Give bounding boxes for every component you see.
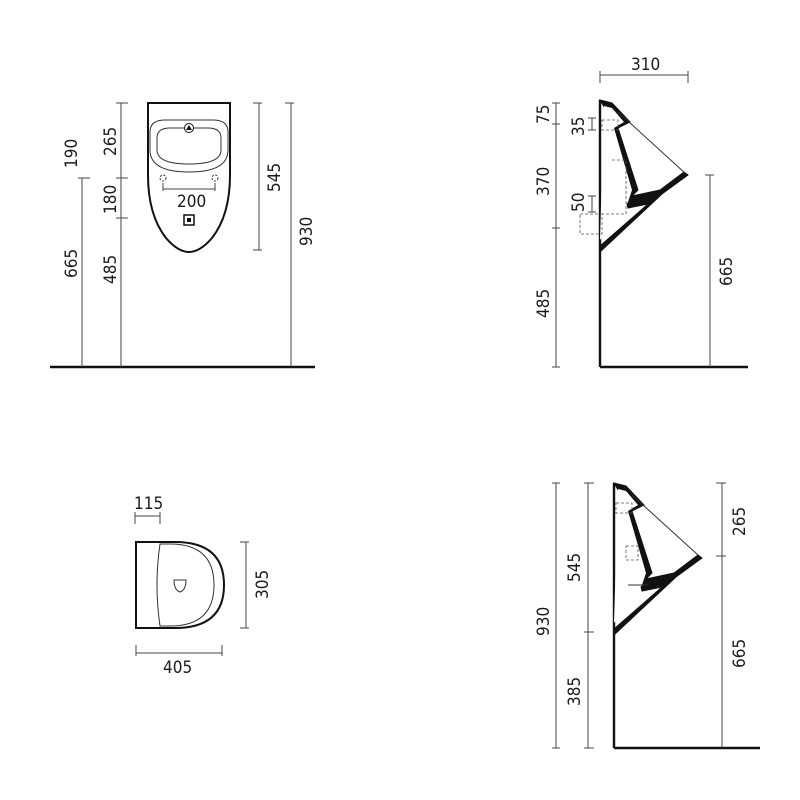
outlet-core	[187, 218, 191, 222]
dim-label-545: 545	[265, 163, 285, 192]
side-view-bottom: 930 545 385 265 665	[534, 482, 760, 750]
outlet-pipe	[579, 213, 603, 235]
dim-label-370: 370	[534, 167, 554, 196]
dim-label-665: 665	[717, 257, 737, 286]
urinal-front-body	[147, 102, 231, 254]
front-view: 200 190 265 180 665 485 545 930	[50, 102, 317, 369]
dim-label-385: 385	[565, 677, 585, 706]
trap-hidden	[602, 159, 627, 215]
fixing-hole-right	[211, 174, 219, 182]
spray-line	[631, 494, 699, 556]
urinal-side-inner	[600, 106, 632, 240]
dim-label-75: 75	[534, 105, 554, 124]
dim-label-200: 200	[177, 192, 206, 212]
dim-label-180: 180	[101, 185, 121, 214]
dim-label-35: 35	[569, 117, 589, 136]
dim-label-310: 310	[631, 55, 660, 75]
inlet-pipe	[615, 502, 633, 514]
spray-line	[617, 111, 687, 175]
side-view-top: 310 75 35 370 50 485 665	[534, 55, 748, 369]
dim-label-930: 930	[297, 217, 317, 246]
drain-icon	[173, 579, 187, 593]
dim-label-665: 665	[730, 639, 750, 668]
dim-label-265: 265	[730, 507, 750, 536]
dim-label-485: 485	[534, 289, 554, 318]
dim-label-665: 665	[62, 249, 82, 278]
urinal-top-outline	[135, 541, 226, 629]
dim-label-930: 930	[534, 607, 554, 636]
top-view: 115 305 405	[134, 494, 273, 678]
dim-label-265: 265	[101, 127, 121, 156]
urinal-side-inner	[614, 489, 646, 623]
dim-label-545: 545	[565, 553, 585, 582]
urinal-front-rim	[149, 119, 229, 173]
inlet-arrow-icon	[186, 125, 192, 130]
dim-label-305: 305	[253, 570, 273, 599]
urinal-top-bowl	[156, 543, 215, 627]
dim-label-50: 50	[569, 193, 589, 212]
trap-box	[625, 545, 639, 561]
dim-label-190: 190	[62, 139, 82, 168]
urinal-front-bowl-inner	[156, 127, 222, 165]
dim-label-115: 115	[134, 494, 163, 514]
dim-label-485: 485	[101, 255, 121, 284]
fixing-hole-left	[159, 174, 167, 182]
inlet-pipe	[601, 119, 619, 131]
dim-label-405: 405	[163, 658, 192, 678]
